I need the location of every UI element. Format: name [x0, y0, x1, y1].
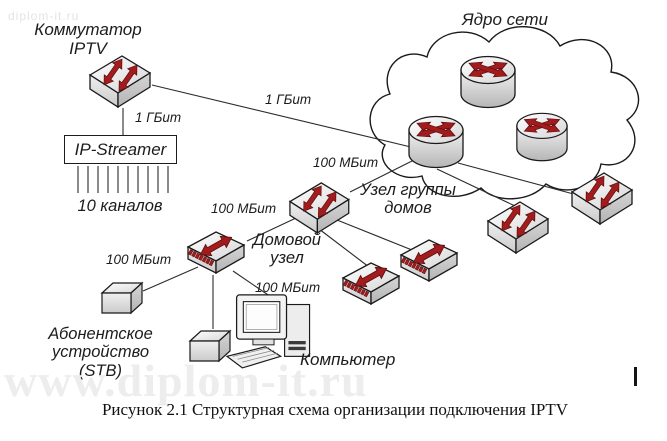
link-groupnode-homenode	[246, 217, 297, 242]
core-router-left-icon	[409, 117, 463, 168]
workgroup-switch-1-icon	[343, 263, 399, 304]
computer-label: Компьютер	[300, 350, 396, 369]
link-core-aggswitch1	[436, 168, 516, 207]
link-label-iptv-streamer: 1 ГБит	[135, 110, 182, 125]
core-cloud-shape	[369, 26, 640, 200]
link-core-aggswitch2	[457, 162, 582, 197]
stb-label: Абонентское устройство (STB)	[48, 325, 153, 380]
link-label-group-home: 100 МБит	[211, 201, 277, 216]
ip-streamer-box: IP-Streamer	[64, 135, 177, 164]
link-label-core-group: 100 МБит	[313, 155, 379, 170]
link-label-home-stb: 100 МБит	[106, 252, 172, 267]
core-router-right-icon	[517, 113, 567, 160]
watermark-top: diplom-it.ru	[8, 9, 80, 23]
group-node-switch-icon	[290, 183, 349, 233]
workgroup-switch-2-icon	[401, 240, 457, 281]
link-homenode-stb	[142, 266, 199, 292]
home-node-label: Домовой узел	[253, 231, 321, 268]
link-iptv-core	[151, 84, 416, 149]
figure-caption: Рисунок 2.1 Структурная схема организаци…	[101, 400, 569, 419]
watermark-bottom: www.diplom-it.ru	[4, 355, 368, 406]
link-groupnode-wgswitch2	[336, 219, 418, 253]
iptv-switch-label: Коммутатор IPTV	[34, 20, 142, 59]
stb-box-icon	[101, 282, 143, 314]
channels-comb	[77, 166, 169, 193]
text-cursor-mark	[634, 367, 637, 386]
core-router-top-icon	[461, 57, 515, 108]
link-label-home-pc: 100 МБит	[255, 280, 321, 295]
link-label-iptv-core: 1 ГБит	[265, 92, 312, 107]
group-node-label: Узел группы домов	[360, 181, 456, 218]
channels-label: 10 каналов	[77, 197, 163, 215]
link-core-groupnode	[349, 158, 417, 193]
core-cloud-label: Ядро сети	[462, 10, 548, 29]
agg-switch-1-icon	[488, 202, 548, 253]
home-node-switch-icon	[188, 232, 244, 273]
link-groupnode-wgswitch1	[318, 228, 370, 268]
iptv-switch-icon	[90, 56, 150, 107]
